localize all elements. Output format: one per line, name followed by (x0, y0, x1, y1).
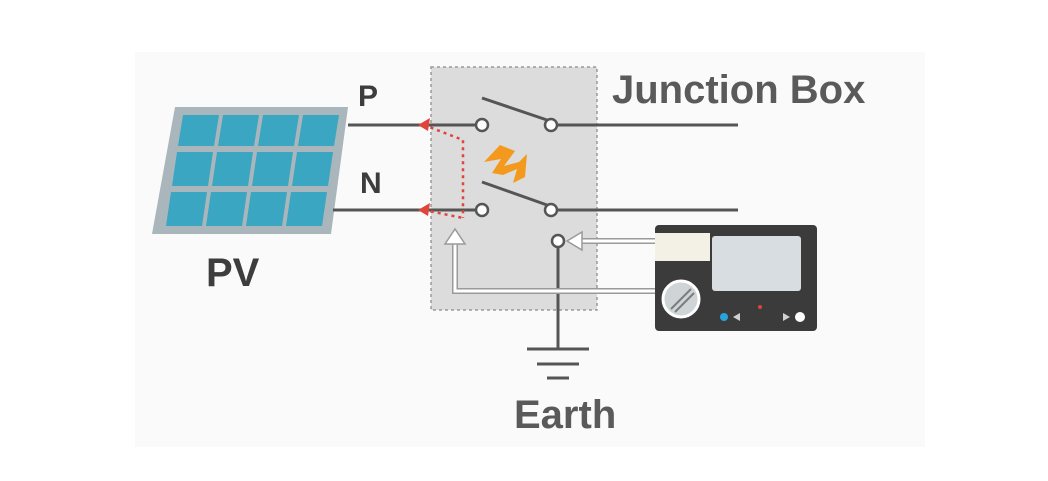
fault-arrow-n (418, 203, 430, 216)
n-label: N (360, 167, 382, 200)
junction-box-label: Junction Box (612, 68, 866, 112)
fault-arrow-p (418, 118, 430, 131)
p-terminal-left (474, 117, 490, 133)
insulation-tester-icon (655, 225, 817, 331)
p-switch-blade (481, 96, 548, 122)
p-label: P (358, 80, 379, 113)
ground-symbol-icon (527, 347, 589, 380)
lightning-icon (484, 145, 527, 183)
earth-terminal (550, 233, 566, 249)
p-terminal-right (543, 117, 559, 133)
solar-panel-icon (152, 107, 348, 234)
test-lead-line (443, 227, 655, 294)
n-terminal-right (543, 202, 559, 218)
n-switch-blade (481, 180, 548, 207)
n-terminal-left (474, 202, 490, 218)
fault-current-path (423, 123, 465, 220)
earth-label: Earth (514, 393, 617, 437)
earth-test-lead (565, 230, 655, 252)
pv-label: PV (206, 251, 260, 295)
